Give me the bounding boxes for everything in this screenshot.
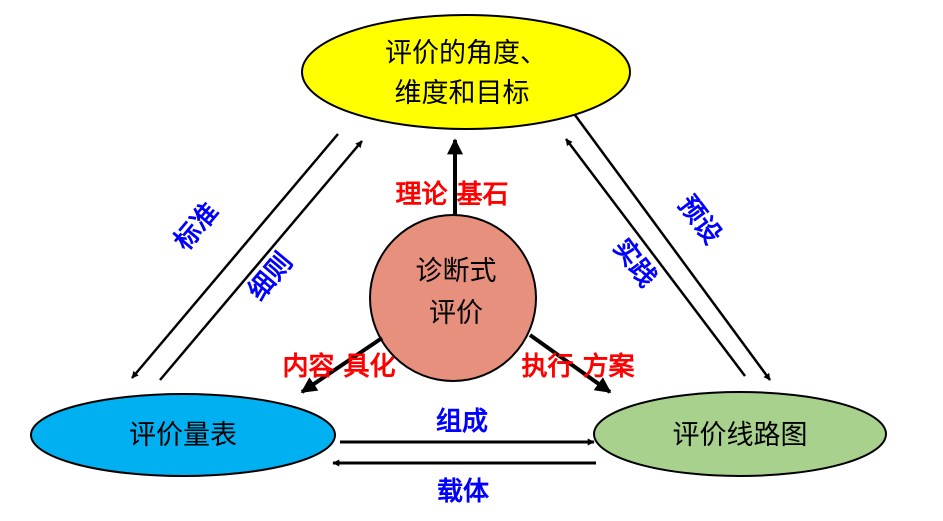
node-left-label: 评价量表 <box>129 420 237 451</box>
node-right: 评价线路图 <box>593 391 887 477</box>
arrow-top-to-right <box>573 114 772 381</box>
label-left-to-top-outer: 标准 <box>169 197 225 256</box>
arrow-center-to-left <box>300 336 384 394</box>
node-top-line2: 维度和目标 <box>395 78 530 109</box>
label-left-to-top-inner: 细则 <box>242 247 299 307</box>
arrow-top-to-left <box>131 133 339 379</box>
node-top: 评价的角度、 维度和目标 <box>301 14 631 130</box>
node-top-line1: 评价的角度、 <box>385 38 547 69</box>
node-center-line1: 诊断式 <box>416 256 497 287</box>
label-right-to-top-outer: 预设 <box>672 190 727 250</box>
label-center-to-left: 内容 具化 <box>282 351 395 382</box>
arrow-left-to-top <box>159 140 363 381</box>
arrow-right-to-top <box>565 138 746 377</box>
label-center-to-top: 理论 基石 <box>395 180 508 210</box>
label-right-to-left: 载体 <box>437 477 490 507</box>
arrow-center-to-right <box>528 333 612 394</box>
node-center: 诊断式 评价 <box>369 214 537 382</box>
label-right-to-top-inner: 实践 <box>607 233 663 293</box>
node-right-label: 评价线路图 <box>673 420 808 451</box>
label-center-to-right: 执行 方案 <box>521 351 635 382</box>
node-left: 评价量表 <box>30 393 336 477</box>
label-left-to-right: 组成 <box>436 406 488 437</box>
node-center-line2: 评价 <box>429 298 483 329</box>
